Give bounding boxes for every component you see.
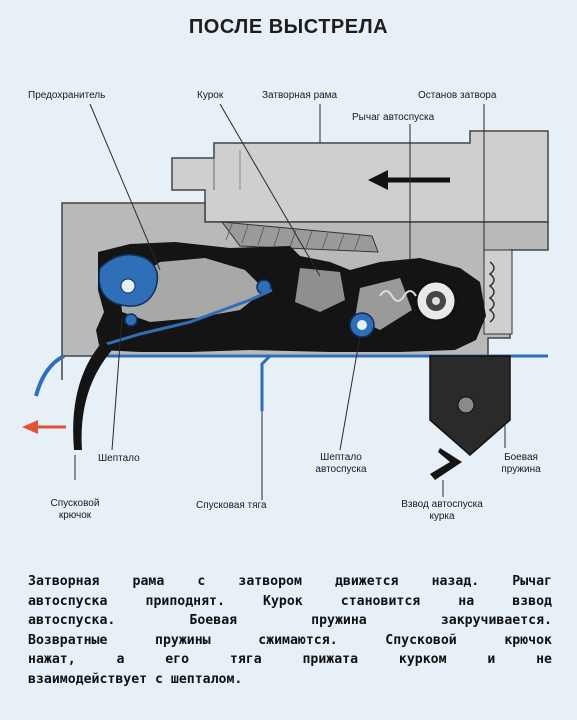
bolt-cam-hatched <box>220 221 379 253</box>
caption-line: взаимодействует с шепталом. <box>28 671 243 687</box>
bolt-stop-housing <box>483 249 513 335</box>
label-auto-sear-line2: автоспуска <box>315 464 367 475</box>
label-hammer: Курок <box>197 90 224 101</box>
label-auto-lever: Рычаг автоспуска <box>352 112 435 123</box>
label-trigger-line1: Спусковой <box>50 498 100 509</box>
label-mainspring-line1: Боевая <box>504 452 538 463</box>
label-auto-cock-line1: Взвод автоспуска <box>401 499 483 510</box>
label-sear: Шептало <box>98 453 140 464</box>
label-mainspring: Боевая пружина <box>486 452 556 476</box>
label-trigger: Спусковой крючок <box>30 498 120 522</box>
trigger-direction-arrow <box>22 420 38 434</box>
label-bolt-carrier: Затворная рама <box>262 90 338 101</box>
label-bolt-stop: Останов затвора <box>418 90 497 101</box>
caption-line: Возвратные пружины сжимаются. Спусковой … <box>28 632 552 648</box>
label-auto-sear-line1: Шептало <box>320 452 362 463</box>
trigger-guard <box>34 354 65 397</box>
label-auto-cock-line2: курка <box>429 511 455 522</box>
caption-line: нажат, а его тяга прижата курком и не <box>28 652 552 667</box>
label-auto-cock: Взвод автоспуска курка <box>372 499 512 523</box>
bolt-direction-arrow <box>368 170 388 190</box>
caption-line: автоспуска. Боевая пружина закручивается… <box>28 613 552 628</box>
bolt-carrier-shape <box>171 130 549 223</box>
caption-line: Затворная рама с затвором движется назад… <box>28 574 552 589</box>
trigger-shape <box>73 340 112 450</box>
sear-pin <box>124 313 138 327</box>
description-caption: Затворная рама с затвором движется назад… <box>28 572 552 689</box>
page-title: ПОСЛЕ ВЫСТРЕЛА <box>188 16 389 38</box>
caption-line: автоспуска приподнят. Курок становится н… <box>28 593 552 609</box>
label-trigger-bar: Спусковая тяга <box>196 500 267 511</box>
label-trigger-line2: крючок <box>58 510 92 521</box>
label-auto-sear: Шептало автоспуска <box>296 452 386 476</box>
label-mainspring-line2: пружина <box>501 464 541 475</box>
label-safety: Предохранитель <box>28 90 106 101</box>
